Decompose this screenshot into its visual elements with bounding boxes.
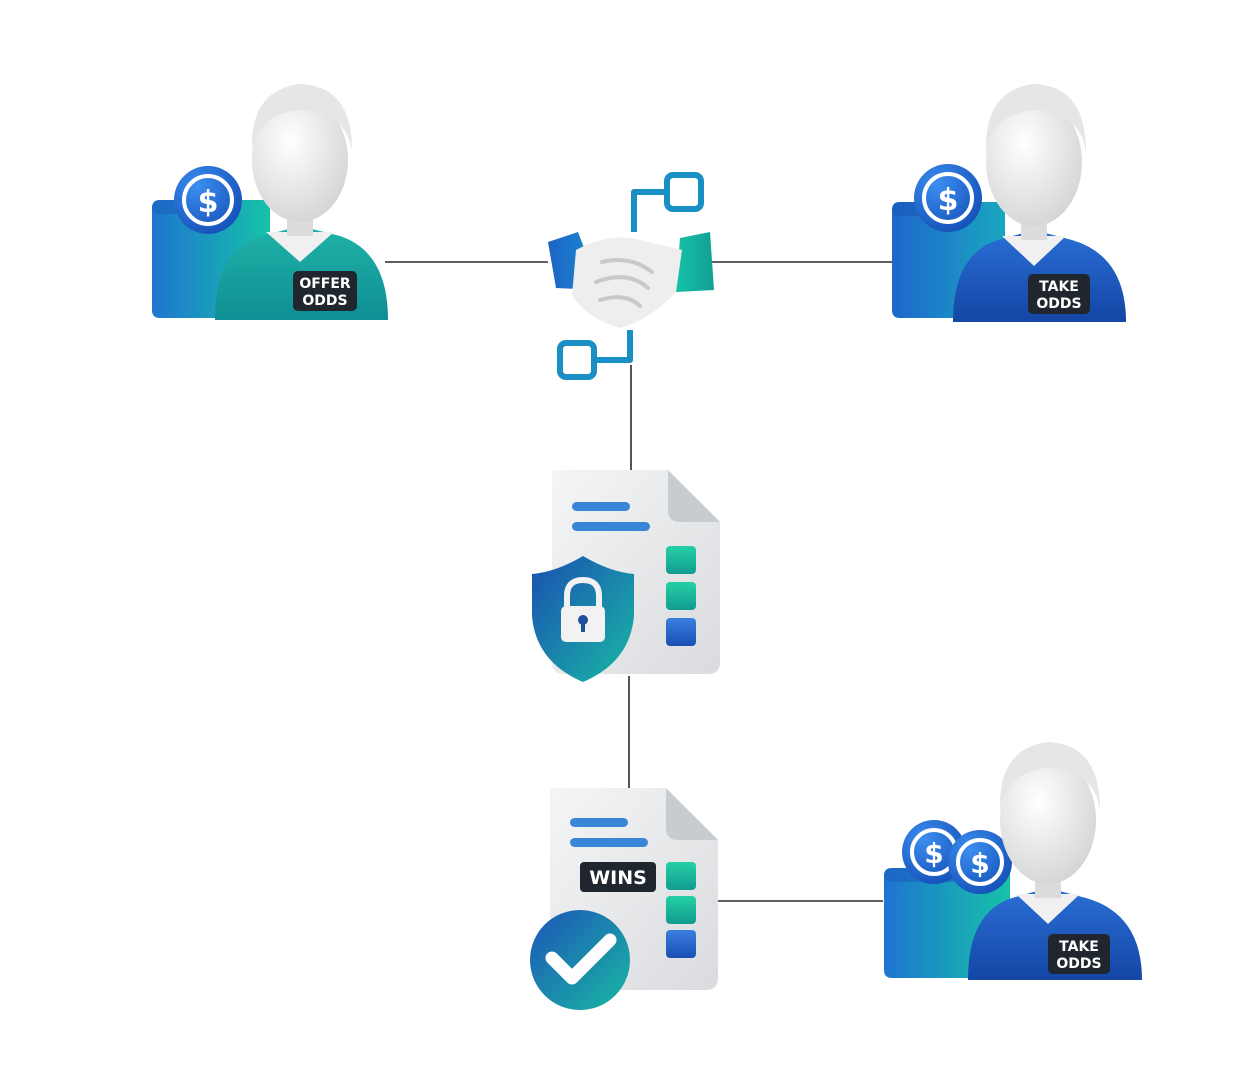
result-node: WINS bbox=[530, 788, 718, 1010]
svg-text:$: $ bbox=[198, 185, 219, 220]
taker-badge-line1: TAKE bbox=[1039, 279, 1079, 295]
handshake-icon bbox=[548, 232, 714, 328]
offerer-badge-line1: OFFER bbox=[299, 276, 351, 292]
dollar-coin-icon: $ bbox=[174, 166, 242, 234]
role-badge: TAKE ODDS bbox=[1048, 934, 1110, 974]
blockchain-cubes-icon bbox=[666, 546, 696, 646]
svg-text:$: $ bbox=[924, 837, 943, 870]
winner-badge-line1: TAKE bbox=[1059, 939, 1099, 955]
wins-label: WINS bbox=[580, 862, 656, 892]
offerer-node: $ OFFER ODDS bbox=[152, 84, 388, 320]
contract-node bbox=[532, 470, 720, 682]
svg-text:$: $ bbox=[938, 183, 959, 218]
taker-node: $ TAKE ODDS bbox=[892, 84, 1126, 322]
dollar-coin-icon: $ bbox=[948, 830, 1012, 894]
handshake-node bbox=[548, 172, 714, 380]
role-badge: TAKE ODDS bbox=[1028, 274, 1090, 314]
connector-lines bbox=[385, 261, 893, 902]
blockchain-cubes-icon bbox=[666, 862, 696, 958]
taker-badge-line2: ODDS bbox=[1036, 296, 1081, 312]
lock-shield-icon bbox=[532, 556, 634, 682]
svg-text:$: $ bbox=[970, 847, 989, 880]
dollar-coin-icon: $ bbox=[914, 164, 982, 232]
offerer-badge-line2: ODDS bbox=[302, 293, 347, 309]
role-badge: OFFER ODDS bbox=[293, 271, 357, 311]
wins-label-text: WINS bbox=[589, 867, 647, 889]
winner-node: $ $ TAKE ODDS bbox=[884, 742, 1142, 980]
network-nodes-icon bbox=[557, 172, 704, 380]
checkmark-icon bbox=[530, 910, 630, 1010]
winner-badge-line2: ODDS bbox=[1056, 956, 1101, 972]
